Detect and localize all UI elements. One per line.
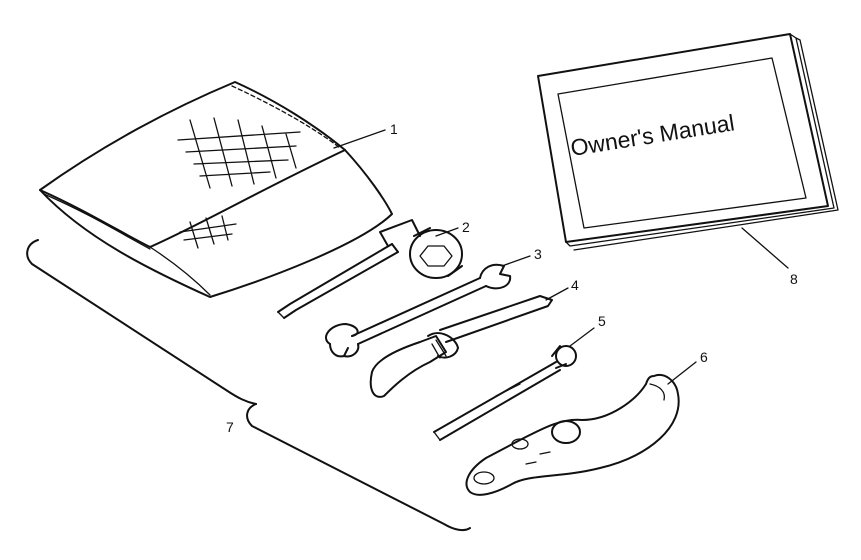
tool-pouch (39, 81, 393, 298)
plug-wrench (277, 219, 463, 319)
callout-1: 1 (390, 121, 398, 137)
screwdriver (369, 295, 553, 398)
leader-8 (741, 227, 789, 269)
leader-4 (545, 287, 569, 301)
manual-cover-title: Owner's Manual (569, 109, 736, 161)
leader-2 (435, 227, 459, 237)
callout-6: 6 (700, 349, 708, 365)
hook-spanner-wrench (465, 374, 680, 496)
leader-3 (501, 255, 531, 267)
owners-manual: Owner's Manual (537, 33, 839, 251)
leader-1 (333, 129, 386, 149)
extension-bar (433, 345, 577, 441)
callout-2: 2 (462, 219, 470, 235)
callout-4: 4 (571, 277, 579, 293)
callout-5: 5 (598, 313, 606, 329)
callout-7: 7 (226, 419, 234, 435)
leader-5 (569, 327, 595, 347)
callout-3: 3 (534, 246, 542, 262)
tool-group-bracket (26, 239, 471, 532)
callout-8: 8 (790, 271, 798, 287)
leader-6 (667, 361, 697, 385)
open-end-wrench (325, 263, 512, 358)
leader-lines (333, 129, 789, 385)
callout-labels: 1 2 3 4 5 6 7 8 (226, 121, 798, 435)
